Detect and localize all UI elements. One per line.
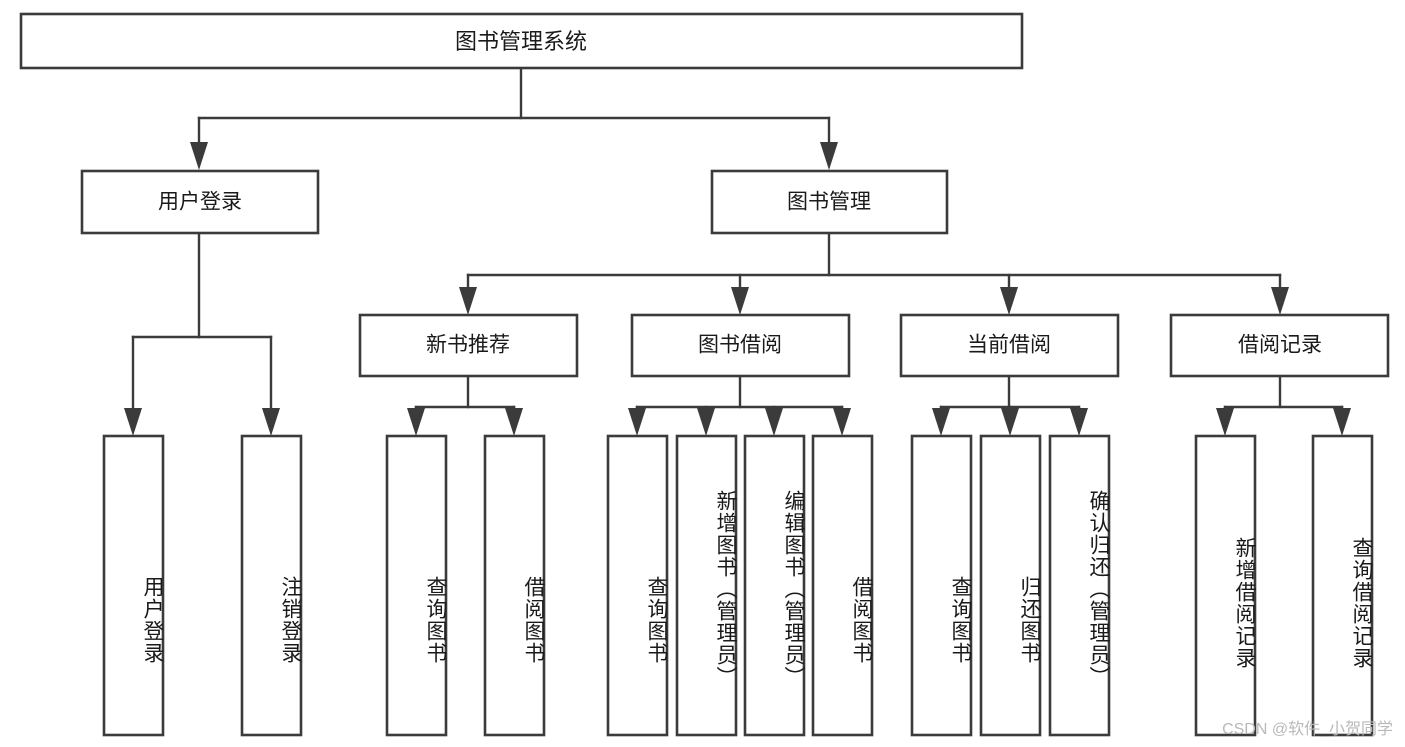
- arrow-to-book-borrow: [731, 287, 749, 315]
- arrow-record-query-record: [1333, 408, 1351, 436]
- node-borrow-record[interactable]: [1169, 313, 1390, 378]
- node-user-login-label: 用户登录: [158, 191, 242, 214]
- node-leaf-current-confirm-return[interactable]: [1048, 434, 1111, 737]
- arrow-current-query-book: [932, 408, 950, 436]
- node-root-book-management-system[interactable]: [19, 12, 1024, 70]
- arrow-to-leaf-logout: [262, 408, 280, 436]
- node-leaf-recommend-borrow-book[interactable]: [483, 434, 546, 737]
- node-leaf-user-login-label: 用户登录: [141, 576, 164, 664]
- csdn-watermark: CSDN @软件_小贺同学: [1222, 721, 1393, 738]
- node-current-borrow[interactable]: [899, 313, 1120, 378]
- node-current-borrow-label: 当前借阅: [967, 334, 1051, 357]
- node-leaf-borrow-borrow-book-label: 借阅图书: [850, 576, 873, 664]
- node-new-book-recommend-label: 新书推荐: [426, 334, 510, 357]
- arrow-borrow-edit-book: [765, 408, 783, 436]
- node-leaf-logout[interactable]: [240, 434, 303, 737]
- connector-group-root: [190, 67, 838, 170]
- node-leaf-current-return-book-label: 归还图书: [1018, 576, 1041, 664]
- node-book-borrow[interactable]: [630, 313, 851, 378]
- node-leaf-record-add-record-label: 新增借阅记录: [1233, 536, 1256, 669]
- node-borrow-record-label: 借阅记录: [1238, 334, 1322, 357]
- arrow-borrow-add-book: [697, 408, 715, 436]
- node-leaf-borrow-borrow-book[interactable]: [811, 434, 874, 737]
- node-leaf-borrow-query-book-label: 查询图书: [645, 576, 668, 664]
- node-leaf-recommend-query-book-label: 查询图书: [424, 576, 447, 664]
- node-leaf-recommend-borrow-book-label: 借阅图书: [522, 576, 545, 664]
- node-root-label: 图书管理系统: [455, 29, 587, 54]
- node-new-book-recommend[interactable]: [358, 313, 579, 378]
- node-leaf-record-query-record-label: 查询借阅记录: [1350, 536, 1373, 669]
- node-book-management-label: 图书管理: [787, 191, 871, 214]
- node-leaf-recommend-query-book[interactable]: [385, 434, 448, 737]
- node-leaf-user-login[interactable]: [102, 434, 165, 737]
- node-user-login[interactable]: [80, 169, 320, 235]
- arrow-to-leaf-user-login: [124, 408, 142, 436]
- node-leaf-current-query-book[interactable]: [910, 434, 973, 737]
- arrow-to-current-borrow: [1000, 287, 1018, 315]
- node-leaf-logout-label: 注销登录: [279, 576, 302, 664]
- arrow-borrow-borrow-book: [833, 408, 851, 436]
- arrow-borrow-query-book: [628, 408, 646, 436]
- arrow-record-add-record: [1216, 408, 1234, 436]
- node-leaf-current-query-book-label: 查询图书: [949, 576, 972, 664]
- node-leaf-current-return-book[interactable]: [979, 434, 1042, 737]
- node-leaf-record-query-record[interactable]: [1311, 434, 1374, 737]
- arrow-current-confirm-return: [1070, 408, 1088, 436]
- arrow-recommend-query-book: [407, 408, 425, 436]
- connector-group-user-login: [124, 231, 280, 436]
- node-leaf-borrow-add-book-label: 新增图书（管理员）: [714, 490, 737, 688]
- arrow-root-to-book-mgmt: [820, 142, 838, 170]
- connector-group-book-mgmt: [459, 231, 1289, 315]
- arrow-to-new-book-recommend: [459, 287, 477, 315]
- arrow-recommend-borrow-book: [505, 408, 523, 436]
- node-leaf-borrow-edit-book[interactable]: [743, 434, 806, 737]
- connector-group-book-borrow: [628, 374, 851, 436]
- node-leaf-record-add-record[interactable]: [1194, 434, 1257, 737]
- connector-group-new-book-recommend: [407, 374, 523, 436]
- arrow-to-borrow-record: [1271, 287, 1289, 315]
- node-leaf-borrow-edit-book-label: 编辑图书（管理员）: [782, 490, 805, 688]
- node-leaf-borrow-add-book[interactable]: [675, 434, 738, 737]
- node-leaf-borrow-query-book[interactable]: [606, 434, 669, 737]
- node-book-management[interactable]: [710, 169, 949, 235]
- node-leaf-current-confirm-return-label: 确认归还（管理员）: [1087, 490, 1110, 688]
- node-book-borrow-label: 图书借阅: [698, 334, 782, 357]
- connector-group-borrow-record: [1216, 374, 1351, 436]
- arrow-current-return-book: [1001, 408, 1019, 436]
- arrow-root-to-user-login: [190, 142, 208, 170]
- connector-group-current-borrow: [932, 374, 1088, 436]
